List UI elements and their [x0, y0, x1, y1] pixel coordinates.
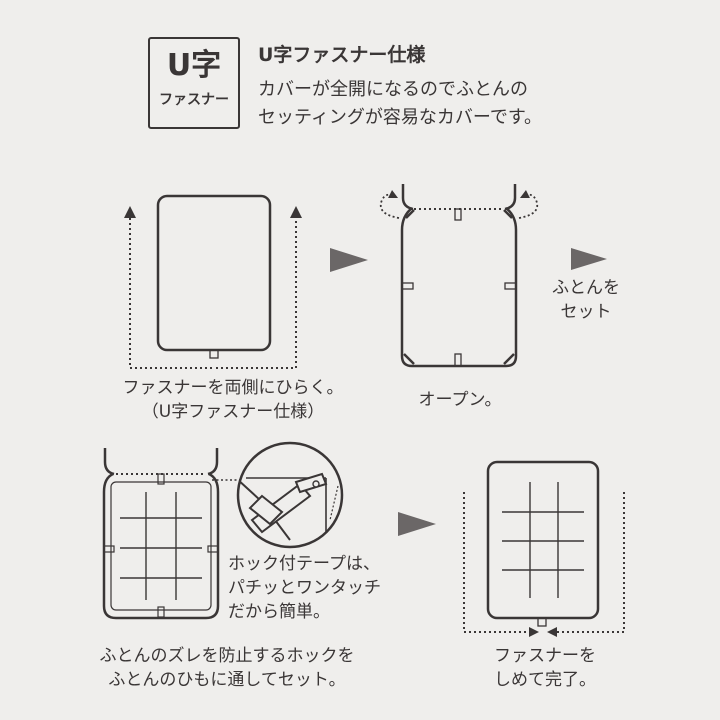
header-description: カバーが全開になるのでふとんの セッティングが容易なカバーです。: [258, 79, 543, 128]
u-open-arrow-right: [216, 206, 302, 369]
close-arrow-left: [463, 492, 539, 637]
badge-sub-text: ファスナー: [159, 92, 229, 108]
open-flap-right: [504, 184, 517, 211]
hook-left: [401, 282, 414, 290]
futon-hook-right: [207, 545, 219, 553]
finished-zipper-pull: [537, 617, 547, 627]
flip-arrow-right: [518, 189, 539, 219]
step-arrow-1: [330, 248, 368, 272]
futon-cover-outline: [102, 472, 220, 620]
futon-inner: [110, 481, 212, 611]
corner-tab-tr: [503, 209, 513, 219]
flip-arrow-left: [379, 189, 400, 219]
hook-right: [504, 282, 517, 290]
open-flap-left: [401, 184, 414, 211]
step1-caption: ファスナーを両側にひらく。 （U字ファスナー仕様）: [122, 378, 344, 422]
step-arrow-2: [571, 248, 607, 270]
header-title: U字ファスナー仕様: [258, 44, 426, 66]
zipper-pull: [209, 349, 219, 359]
step-arrow-3: [398, 512, 436, 536]
step4-caption: ふとんのズレを防止するホックを ふとんのひもに通してセット。: [99, 646, 355, 690]
futon-quilt-grid: [120, 492, 202, 600]
closed-cover: [156, 194, 272, 352]
step4-note: ホック付テープは、 パチッとワンタッチ だから簡単。: [228, 554, 381, 622]
corner-tab-tl: [405, 209, 415, 219]
hook-top: [454, 208, 462, 221]
open-cover-outline: [400, 207, 518, 368]
futon-flap-left: [103, 448, 115, 476]
finished-quilt-grid: [502, 482, 584, 598]
hook-detail-magnifier: [236, 441, 344, 549]
step2-illustration: [379, 184, 539, 368]
finished-cover: [486, 460, 600, 620]
close-arrow-right: [547, 492, 625, 637]
futon-hook-left: [103, 545, 115, 553]
step4-illustration: [102, 448, 240, 620]
u-zipper-badge: U字 ファスナー: [148, 37, 240, 129]
futon-hook-top: [157, 473, 165, 485]
corner-tab-br: [503, 353, 515, 365]
step3-caption: ふとんを セット: [552, 278, 620, 322]
step2-caption: オープン。: [418, 390, 502, 410]
hook-bottom: [454, 353, 462, 367]
badge-main-text: U字: [166, 48, 222, 83]
step5-illustration: [463, 460, 625, 637]
u-open-arrow-left: [124, 206, 212, 369]
futon-flap-right: [207, 448, 219, 476]
futon-hook-bottom: [157, 606, 165, 618]
step1-illustration: [124, 194, 302, 369]
step5-caption: ファスナーを しめて完了。: [494, 646, 596, 690]
corner-tab-bl: [403, 353, 415, 365]
